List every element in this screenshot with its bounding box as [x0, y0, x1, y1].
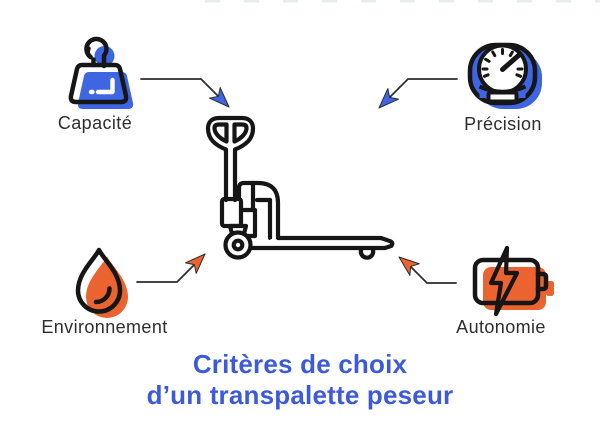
arrowhead-precision [378, 88, 399, 109]
arrowhead-autonomie [398, 256, 420, 276]
label-capacite: Capacité [57, 113, 133, 133]
arrow-line-precision [389, 78, 458, 98]
battery-charging-icon [472, 245, 554, 317]
arrow-line-environnement [136, 264, 195, 283]
label-precision: Précision [464, 114, 542, 134]
arrowhead-capacite [209, 87, 230, 108]
speedometer-icon [467, 42, 542, 109]
pallet-truck-illustration [205, 115, 395, 260]
weight-icon [68, 36, 134, 109]
title-line-2: d’un transpalette peseur [146, 380, 454, 410]
arrow-line-autonomie [409, 265, 457, 284]
label-environnement: Environnement [41, 317, 168, 337]
title-line-1: Critères de choix [192, 349, 408, 379]
arrow-line-capacite [140, 78, 219, 97]
arrowhead-environnement [185, 253, 206, 274]
label-autonomie: Autonomie [456, 317, 546, 337]
page-title: Critères de choix d’un transpalette pese… [0, 349, 600, 411]
water-drop-icon [75, 247, 128, 318]
